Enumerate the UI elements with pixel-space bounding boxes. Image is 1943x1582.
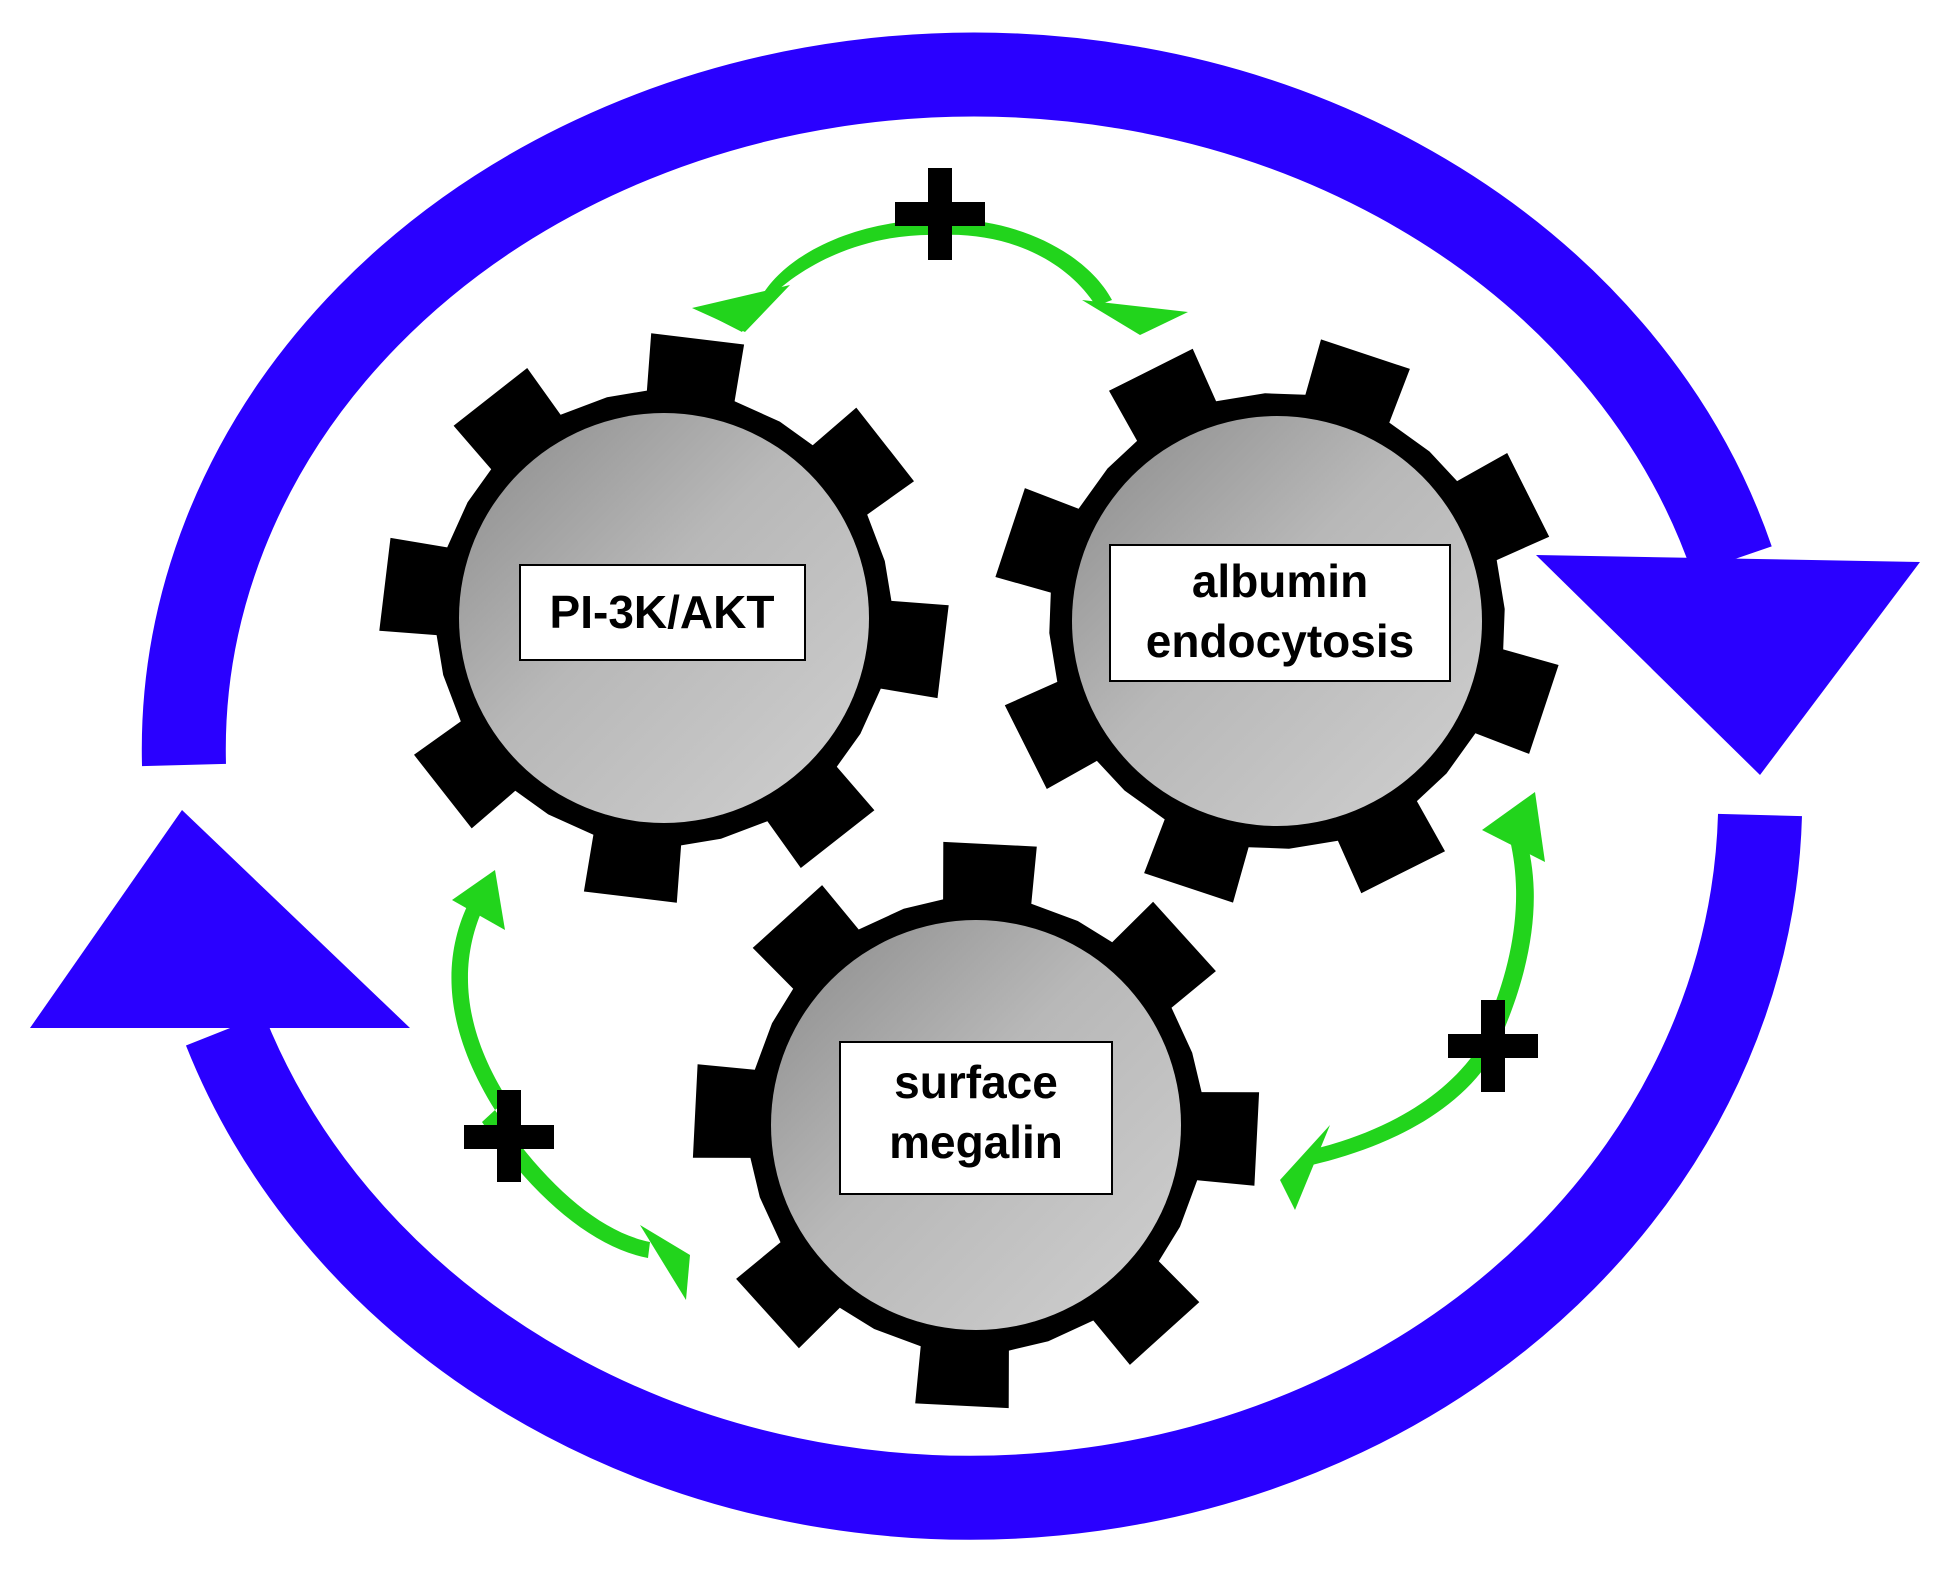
green-arrowhead-top-right: [1082, 300, 1188, 335]
green-arrowhead-left-up: [452, 870, 505, 930]
green-arrow-right-down: [1310, 1048, 1490, 1165]
activation-arrows-top: [692, 219, 1188, 335]
plus-sign-top: [895, 168, 985, 260]
label-megalin: megalin: [889, 1116, 1063, 1168]
label-albumin: albumin: [1192, 555, 1368, 607]
label-endocytosis: endocytosis: [1146, 615, 1414, 667]
green-arrowhead-right-up: [1482, 792, 1545, 862]
plus-sign-left: [464, 1090, 554, 1182]
green-arrowhead-left-down: [640, 1225, 690, 1300]
label-box-pi3k-akt: PI-3K/AKT: [519, 564, 806, 661]
green-arrow-top-left: [695, 219, 940, 332]
cycle-arc-bottom: [185, 813, 1802, 1540]
activation-arrows-left: [451, 870, 690, 1300]
green-arrow-left-up: [451, 900, 508, 1110]
cycle-arrow-top: [141, 32, 1920, 775]
cycle-arc-top: [141, 32, 1772, 767]
label-pi3k-akt: PI-3K/AKT: [550, 586, 775, 638]
cycle-arrowhead-left: [30, 810, 410, 1028]
activation-arrows-right: [1280, 792, 1545, 1210]
label-box-albumin-endocytosis: albumin endocytosis: [1109, 544, 1451, 682]
cycle-arrow-bottom: [30, 810, 1802, 1540]
green-arrowhead-top-left: [692, 285, 790, 332]
label-surface: surface: [894, 1056, 1058, 1108]
green-arrow-right-up: [1475, 835, 1534, 1060]
plus-sign-right: [1448, 1000, 1538, 1092]
green-arrow-top-right: [940, 219, 1112, 306]
label-box-surface-megalin: surface megalin: [839, 1041, 1113, 1195]
green-arrowhead-right-down: [1280, 1125, 1330, 1210]
cycle-arrowhead-right: [1536, 555, 1920, 775]
